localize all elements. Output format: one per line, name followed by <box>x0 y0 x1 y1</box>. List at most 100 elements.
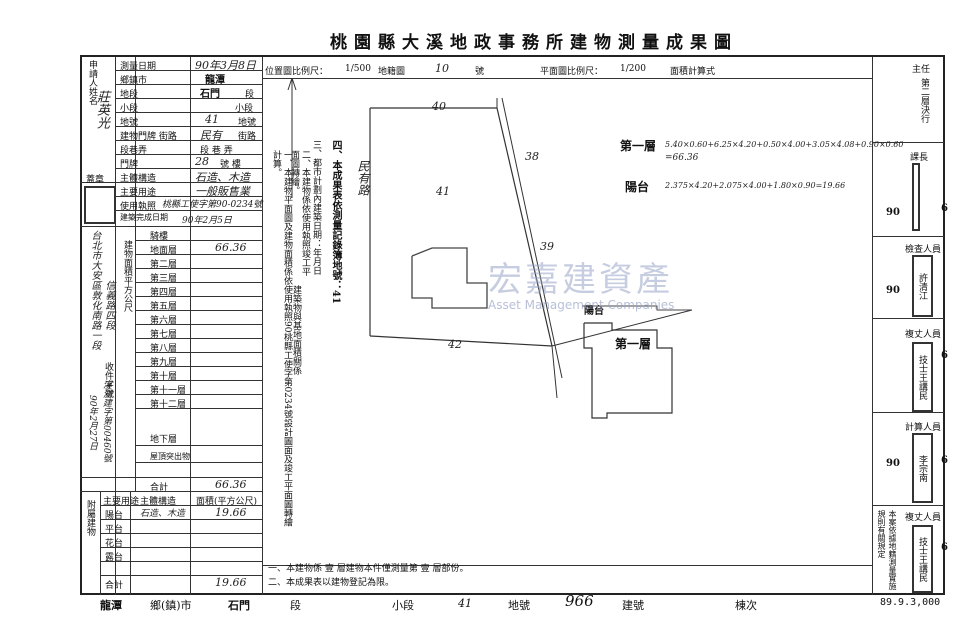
area-calc-label: 面積計算式 <box>670 67 716 77</box>
bottom-building-no: 966 <box>565 592 594 610</box>
total-label: 合計 <box>150 483 169 493</box>
seal-label: 蓋章 <box>86 175 105 185</box>
stamp-date-c: 90 <box>886 285 900 296</box>
calc-balcony-label: 陽台 <box>625 180 650 194</box>
footer-note-2: 二、本成果表以建物登記為限。 <box>268 578 395 588</box>
floor-row-11: 第十一層 <box>150 386 187 396</box>
lot-no: 41 <box>205 113 219 126</box>
number-unit: 號 樓 <box>220 160 241 170</box>
sub-item-0: 陽台 <box>105 511 124 521</box>
calc-person-stamp: 李宗南 <box>912 433 933 503</box>
watermark-en: Asset Management Companies <box>488 298 675 312</box>
lot-bottom-label: 42 <box>448 338 462 351</box>
stamp-date-f: 6 <box>941 455 948 466</box>
bottom-township-label: 鄉(鎮)市 <box>150 599 192 612</box>
structure-label: 主體構造 <box>120 174 157 184</box>
balcony-area: 19.66 <box>215 506 247 519</box>
floor-row-5: 第五層 <box>150 302 178 312</box>
total-area: 66.36 <box>215 478 247 491</box>
sub-item-1: 平台 <box>105 525 124 535</box>
sub-total: 19.66 <box>215 576 247 589</box>
location-scale-label: 位置圖比例尺： <box>265 67 329 77</box>
print-info: 89.9.3,000 <box>880 597 941 608</box>
surveyor-label: 複丈人員 <box>905 330 942 340</box>
use-label: 主要用途 <box>120 188 157 198</box>
bottom-floor-label: 棟次 <box>735 599 757 612</box>
sub-item-3: 露台 <box>105 553 124 563</box>
floor-row-8: 第八層 <box>150 344 178 354</box>
plan-floor1-label: 第一層 <box>615 337 652 351</box>
bottom-lot-label: 地號 <box>508 599 530 612</box>
floor-row-3: 第三層 <box>150 274 178 284</box>
checker-label: 檢查人員 <box>905 245 942 255</box>
bottom-section-label: 段 <box>290 599 301 612</box>
chief-role: 第二層決行 <box>919 78 929 123</box>
floor-row-4: 第四層 <box>150 288 178 298</box>
section-value: 石門 <box>200 89 220 100</box>
checker-stamp: 許清江 <box>912 255 933 317</box>
note-5: 建築物與基地面積關係 <box>291 285 301 375</box>
document-frame <box>80 55 945 595</box>
floor-row-12: 第十二層 <box>150 400 187 410</box>
drafter-stamp: 技士王講民 <box>912 525 933 593</box>
lane-label: 段巷弄 <box>120 146 148 156</box>
sub-structure-label: 主體構造 <box>140 497 177 507</box>
subsection-unit: 小段 <box>235 104 254 114</box>
right-note: 本案依據地籍測量實施規則有關規定 <box>877 510 897 590</box>
bottom-township: 龍潭 <box>100 599 122 612</box>
street-label: 建物門牌 街路 <box>120 132 177 142</box>
bottom-lot-no: 41 <box>458 597 472 610</box>
rooftop-label: 屋頂突出物 <box>150 452 190 461</box>
applicant-label: 申請人姓名 <box>87 60 97 105</box>
permit-label: 使用執照 <box>120 202 157 212</box>
ground-floor-area: 66.36 <box>215 241 247 254</box>
survey-date: 90年3月8日 <box>195 59 256 72</box>
date-handwriting: 90年2月27日 <box>87 395 97 451</box>
plan-balcony-label: 陽台 <box>584 306 604 317</box>
floor-row-0: 騎樓 <box>150 232 169 242</box>
number-value: 28 <box>195 155 209 168</box>
use-value: 一般販售業 <box>195 185 250 198</box>
area-side-label: 建物面積平方公尺 <box>122 240 132 312</box>
calc-floor1-label: 第一層 <box>620 139 657 153</box>
lane-units: 段 巷 弄 <box>200 146 233 156</box>
sub-item-2: 花台 <box>105 539 124 549</box>
finish-date: 90年2月5日 <box>182 216 232 226</box>
lot-label: 地號 <box>120 118 139 128</box>
chief-stamp <box>912 163 920 231</box>
subbuilding-side-label: 附屬建物 <box>85 500 95 536</box>
finish-date-label: 建築完成日期 <box>120 213 168 222</box>
note-1: 一、本建物平面圖及建物面積係依使用執照90桃縣工使字第0234號設計圖面及竣工平… <box>271 150 292 527</box>
permit-value: 桃縣工使字第90-0234號 <box>162 200 263 210</box>
bottom-subsection-label: 小段 <box>392 599 414 612</box>
receipt-handwriting: 溪測建字第00460號 <box>101 380 111 463</box>
stamp-date-g: 6 <box>941 542 948 553</box>
note-2: 二、本建物係依使用執照竣工平面圖轉繪。 <box>289 150 310 276</box>
director-label: 主任 <box>912 65 931 75</box>
stamp-date-a: 90 <box>886 207 900 218</box>
basement-label: 地下層 <box>150 435 178 445</box>
lot-top-label: 40 <box>432 100 446 113</box>
lot-right2-label: 39 <box>540 240 554 253</box>
calc-balcony-formula: 2.375×4.20+2.075×4.00+1.80×0.90=19.66 <box>665 181 846 190</box>
section-label: 地段 <box>120 90 139 100</box>
watermark-cn: 宏嘉建資產 <box>488 260 673 300</box>
lot-right1-label: 38 <box>525 150 539 163</box>
sub-area-label: 面積(平方公尺) <box>196 497 258 507</box>
bottom-section: 石門 <box>228 599 250 612</box>
section-chief-label: 課長 <box>910 153 929 163</box>
subsection-label: 小段 <box>120 104 139 114</box>
plan-scale-label: 平面圖比例尺： <box>540 67 604 77</box>
calc-person-label: 計算人員 <box>905 423 942 433</box>
receipt-label: 收件字號 <box>103 362 113 398</box>
floor-row-6: 第六層 <box>150 316 178 326</box>
calc-floor1-result: =66.36 <box>665 153 699 163</box>
number-label: 門牌 <box>120 160 139 170</box>
note-4: 四、本成果表依測量記錄簿地號：41 <box>330 140 341 304</box>
street-unit: 街路 <box>238 132 257 142</box>
floor-row-2: 第二層 <box>150 260 178 270</box>
location-scale: 1/500 <box>345 64 371 74</box>
floor-row-10: 第十層 <box>150 372 178 382</box>
applicant-seal <box>84 186 116 224</box>
sign-handwriting: 信義路四段 <box>103 280 114 330</box>
